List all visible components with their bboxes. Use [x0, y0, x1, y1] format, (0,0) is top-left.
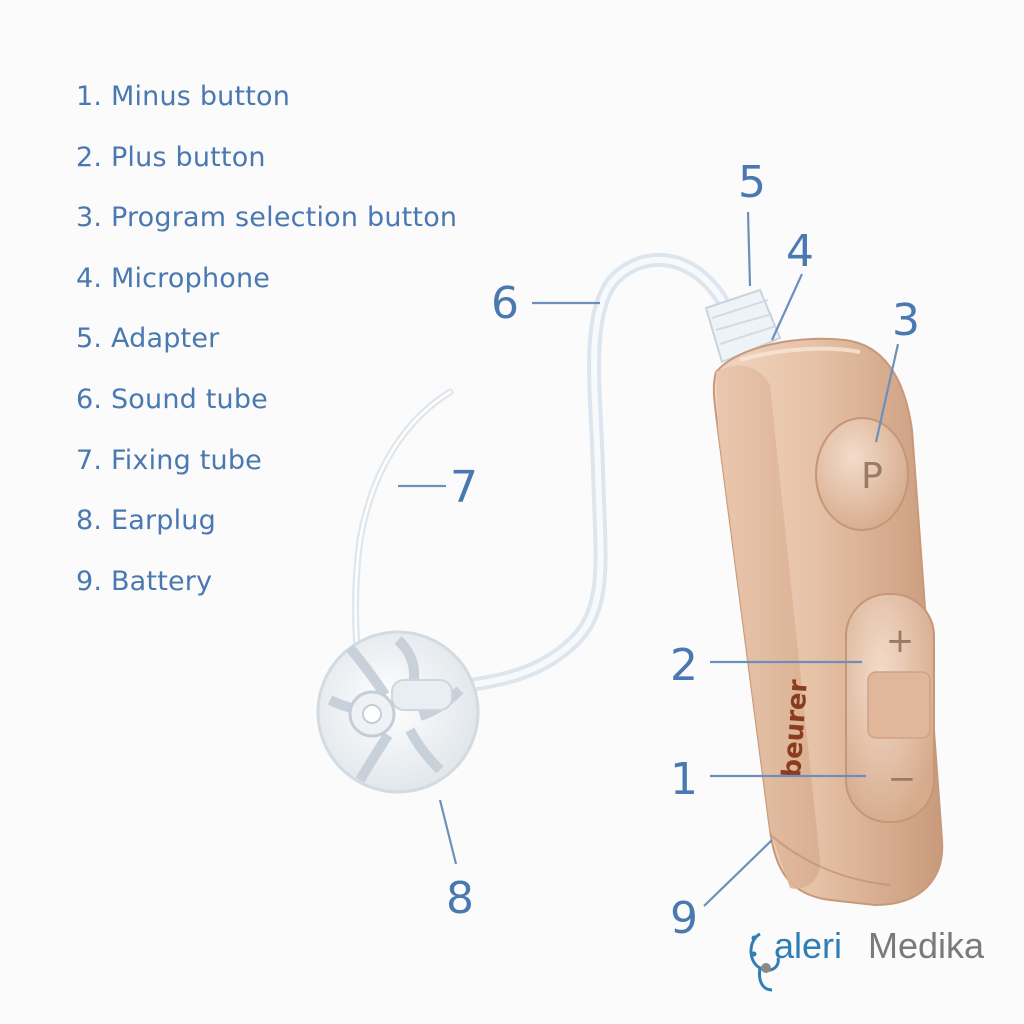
callout-4: 4 — [786, 226, 814, 277]
volume-rocker: + − — [846, 594, 934, 822]
program-button: P — [816, 418, 908, 530]
earplug-dome — [318, 632, 478, 792]
program-button-glyph: P — [861, 456, 883, 497]
galeri-medika-watermark: aleri Medika — [751, 925, 985, 990]
watermark-part-b: Medika — [868, 925, 985, 966]
callout-7: 7 — [450, 462, 478, 513]
plus-button-glyph: + — [886, 621, 915, 661]
callout-8: 8 — [446, 873, 474, 924]
callout-5: 5 — [738, 157, 766, 208]
callout-2: 2 — [670, 640, 698, 691]
callout-6: 6 — [491, 278, 519, 329]
callout-9: 9 — [670, 893, 698, 944]
watermark-part-a: aleri — [774, 925, 842, 966]
callout-3: 3 — [892, 295, 920, 346]
callout-1: 1 — [670, 754, 698, 805]
minus-button-glyph: − — [888, 759, 917, 799]
